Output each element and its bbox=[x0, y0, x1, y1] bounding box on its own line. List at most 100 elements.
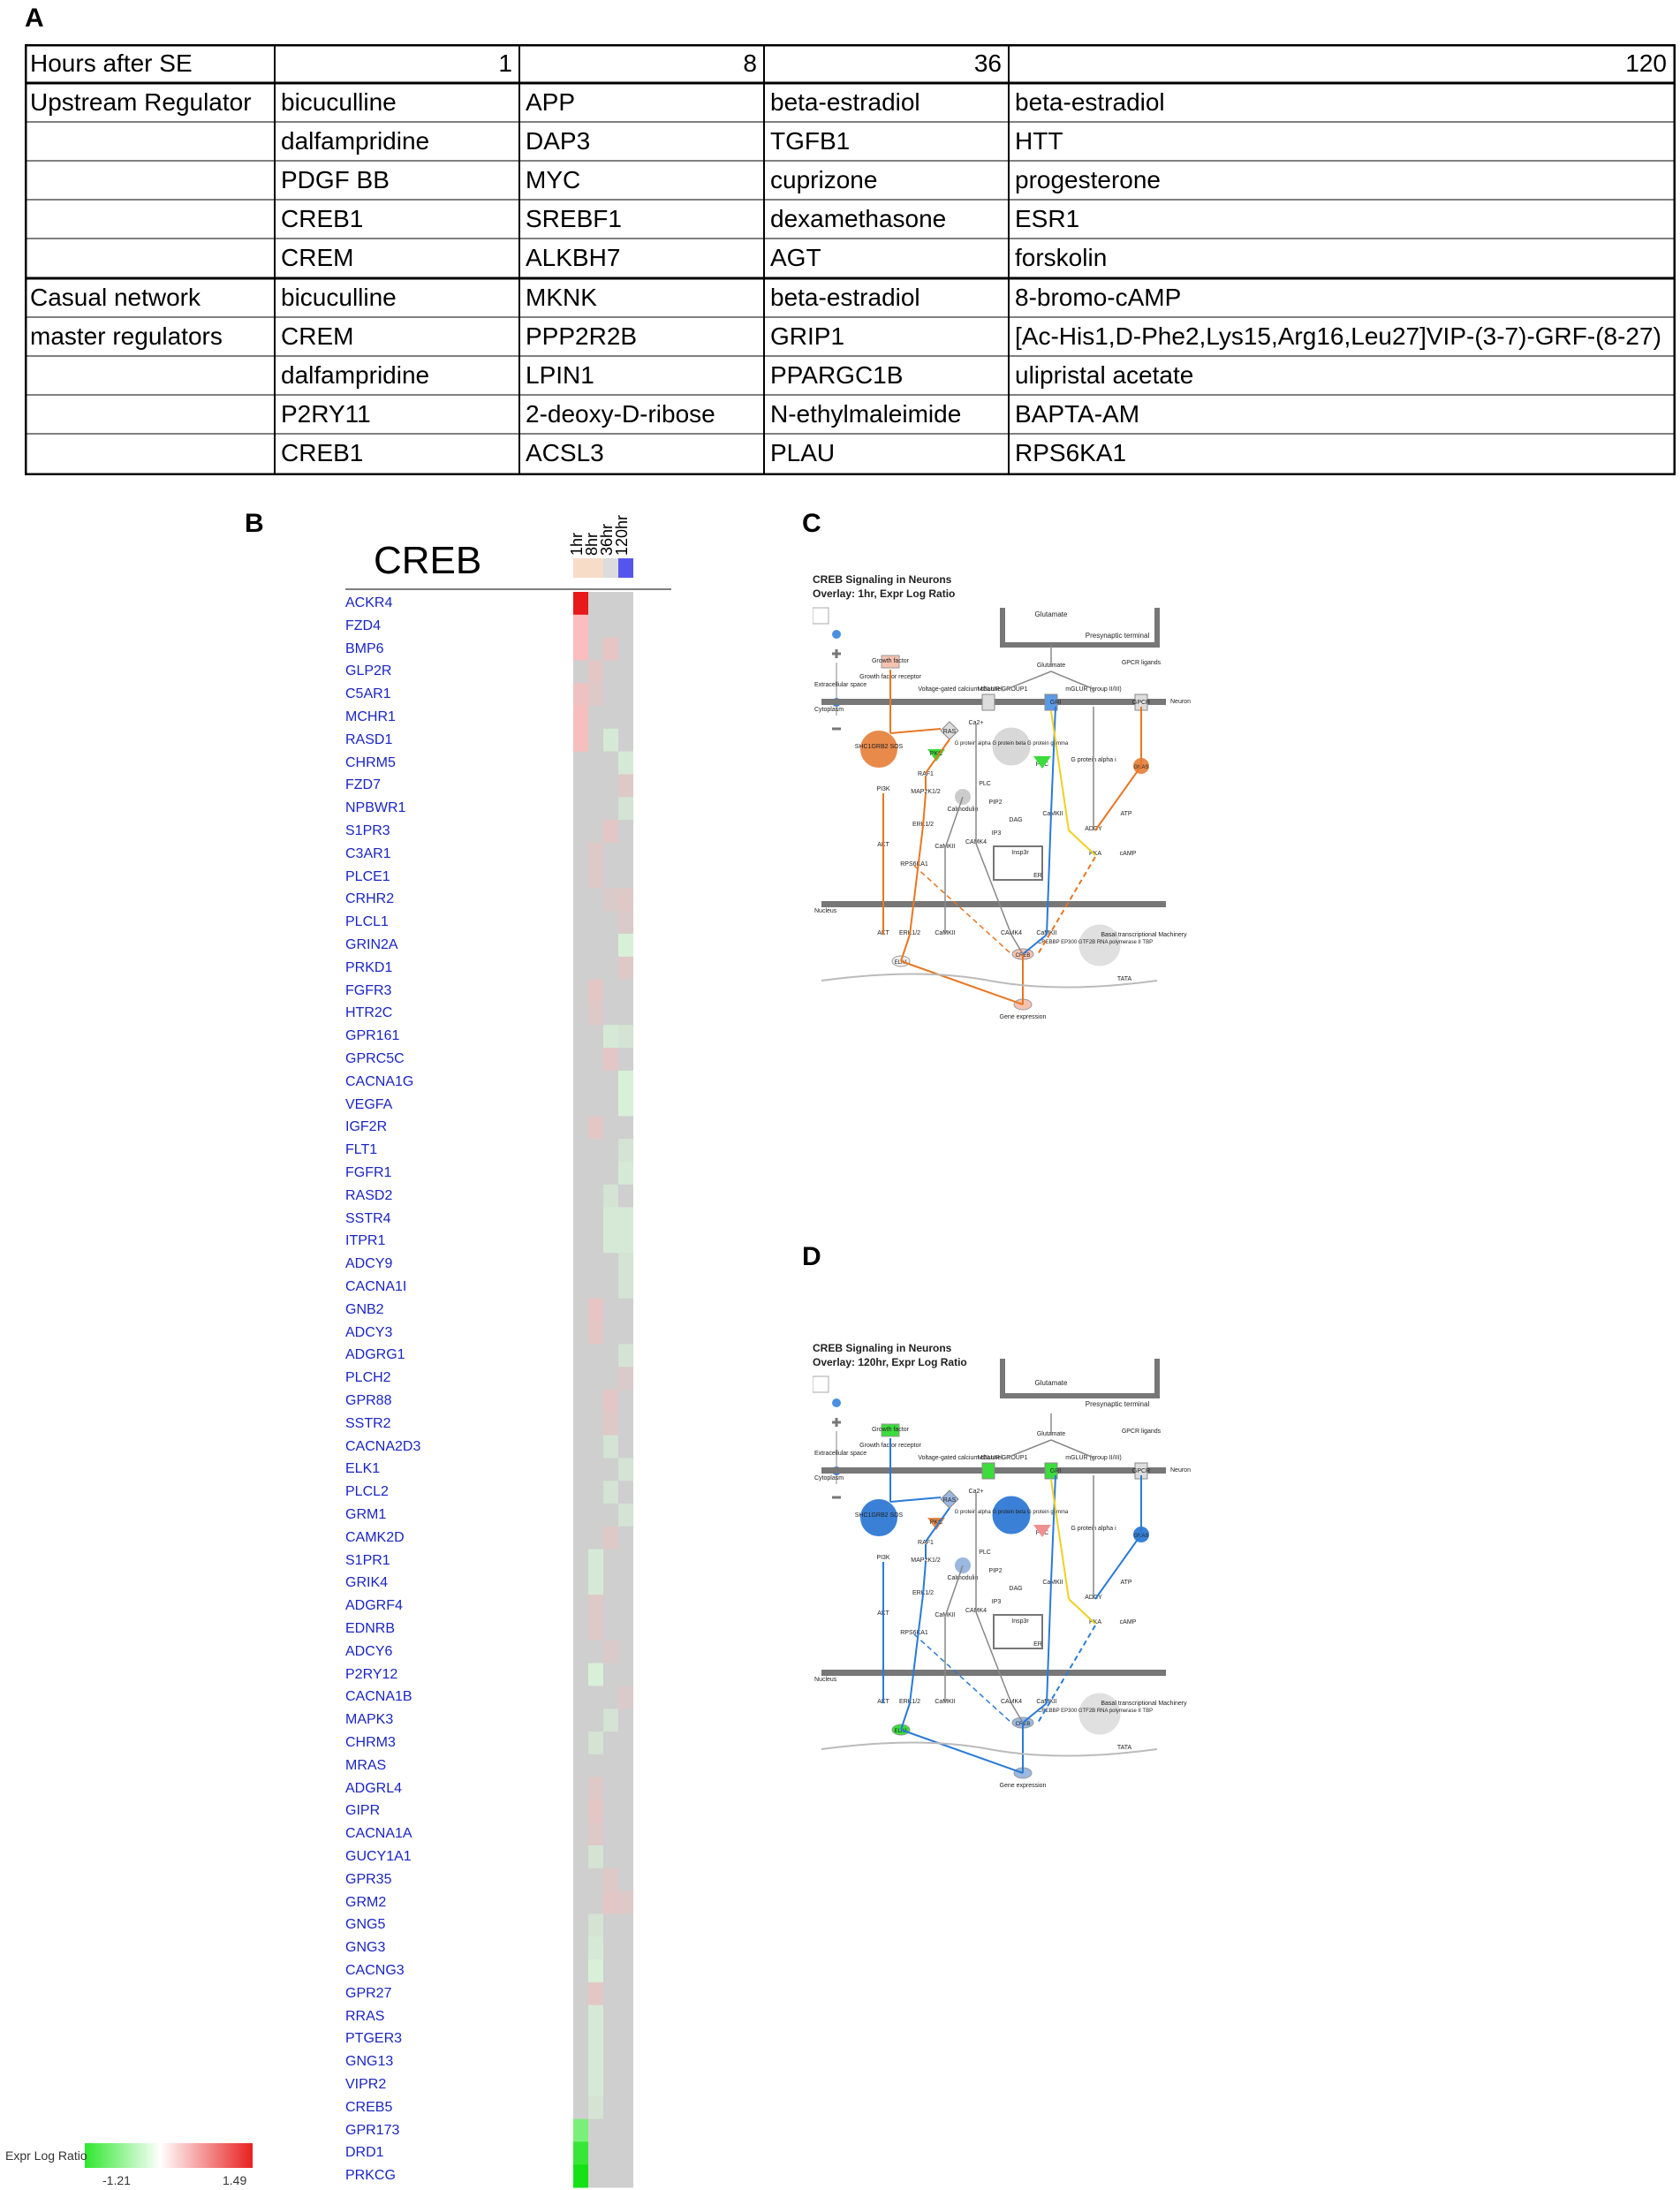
gene-label[interactable]: PLCE1 bbox=[345, 868, 390, 884]
gene-label[interactable]: NPBWR1 bbox=[345, 800, 406, 816]
heatmap-cell bbox=[588, 934, 603, 958]
gene-label[interactable]: SSTR2 bbox=[345, 1415, 391, 1431]
gene-label[interactable]: GPRC5C bbox=[345, 1051, 405, 1066]
gene-label[interactable]: IGF2R bbox=[345, 1119, 388, 1135]
gene-label[interactable]: GPR35 bbox=[345, 1871, 392, 1887]
gene-label[interactable]: ADGRL4 bbox=[345, 1780, 403, 1796]
gene-label[interactable]: GPR161 bbox=[345, 1028, 400, 1044]
gene-label[interactable]: ADCY9 bbox=[345, 1256, 393, 1272]
gene-label[interactable]: CACNA1B bbox=[345, 1689, 412, 1705]
collapse-button[interactable] bbox=[812, 607, 829, 625]
gene-label[interactable]: GNG5 bbox=[345, 1917, 386, 1933]
gene-label[interactable]: GRM1 bbox=[345, 1507, 387, 1522]
legend-color-bar bbox=[85, 2143, 253, 2168]
gene-label[interactable]: PTGER3 bbox=[345, 2031, 403, 2047]
gene-label[interactable]: GRIK4 bbox=[345, 1575, 389, 1591]
gene-label[interactable]: MAPK3 bbox=[345, 1712, 394, 1728]
pip2-label: PIP2 bbox=[988, 1568, 1002, 1574]
heatmap-cell bbox=[573, 1390, 588, 1413]
table-cell: dalfampridine bbox=[281, 361, 430, 389]
gene-label[interactable]: VEGFA bbox=[345, 1096, 393, 1112]
gene-label[interactable]: RRAS bbox=[345, 2008, 385, 2024]
gene-label[interactable]: FGFR3 bbox=[345, 982, 392, 998]
gene-label[interactable]: GNG3 bbox=[345, 1940, 386, 1956]
collapse-button[interactable] bbox=[812, 1375, 829, 1393]
heatmap-cell bbox=[588, 1709, 603, 1732]
gene-label[interactable]: GIPR bbox=[345, 1803, 381, 1819]
pi3k-label: PI3K bbox=[876, 1555, 890, 1561]
gene-label[interactable]: RASD1 bbox=[345, 731, 393, 747]
gene-label[interactable]: GRIN2A bbox=[345, 937, 398, 952]
gene-label[interactable]: ADCY3 bbox=[345, 1324, 393, 1340]
gene-label[interactable]: ADGRF4 bbox=[345, 1598, 403, 1614]
heatmap-cell bbox=[588, 865, 603, 889]
heatmap-cell bbox=[618, 1390, 633, 1413]
glutamate-label: Glutamate bbox=[1035, 610, 1068, 618]
ca-channel-label: Voltage-gated calcium channel bbox=[918, 686, 1003, 693]
gene-label[interactable]: CRHR2 bbox=[345, 891, 395, 907]
table-section-label: Casual network bbox=[30, 284, 201, 311]
gene-label[interactable]: HTR2C bbox=[345, 1005, 393, 1021]
gene-label[interactable]: GPR88 bbox=[345, 1393, 392, 1408]
g-protein-label: G protein alpha G protein beta G protein… bbox=[955, 1510, 1069, 1515]
heatmap-cell bbox=[588, 1412, 603, 1436]
gene-label[interactable]: GRM2 bbox=[345, 1894, 387, 1910]
gene-label[interactable]: CACNA1I bbox=[345, 1279, 407, 1294]
gene-label[interactable]: PLCL2 bbox=[345, 1484, 389, 1500]
gene-label[interactable]: ADCY6 bbox=[345, 1643, 393, 1659]
gene-label[interactable]: DRD1 bbox=[345, 2145, 384, 2161]
pan-control[interactable] bbox=[832, 1398, 841, 1407]
gene-label[interactable]: CHRM5 bbox=[345, 754, 396, 770]
heatmap-cell bbox=[603, 1481, 618, 1504]
gene-label[interactable]: GPR27 bbox=[345, 1985, 392, 2001]
gene-label[interactable]: CREB5 bbox=[345, 2099, 393, 2115]
gene-label[interactable]: GLP2R bbox=[345, 663, 392, 679]
gene-label[interactable]: GPR173 bbox=[345, 2122, 400, 2138]
gene-label[interactable]: PLCL1 bbox=[345, 914, 389, 930]
table-header-1: 1 bbox=[498, 49, 512, 77]
gene-label[interactable]: SSTR4 bbox=[345, 1210, 391, 1226]
gene-label[interactable]: ACKR4 bbox=[345, 595, 393, 610]
gene-label[interactable]: S1PR1 bbox=[345, 1552, 390, 1568]
gene-label[interactable]: VIPR2 bbox=[345, 2077, 387, 2092]
gene-label[interactable]: GNB2 bbox=[345, 1301, 384, 1317]
gene-label[interactable]: BMP6 bbox=[345, 640, 384, 656]
gene-label[interactable]: FZD7 bbox=[345, 777, 381, 793]
gene-label[interactable]: MRAS bbox=[345, 1757, 387, 1773]
gene-label[interactable]: CACNA1G bbox=[345, 1073, 414, 1089]
gene-label[interactable]: MCHR1 bbox=[345, 709, 396, 724]
table-cell: PPP2R2B bbox=[526, 322, 638, 350]
gene-label[interactable]: CHRM3 bbox=[345, 1735, 396, 1750]
gene-label[interactable]: C3AR1 bbox=[345, 845, 391, 861]
gene-label[interactable]: ITPR1 bbox=[345, 1233, 386, 1249]
gene-label[interactable]: PRKCG bbox=[345, 2168, 396, 2184]
gene-label[interactable]: GNG13 bbox=[345, 2054, 394, 2070]
gene-label[interactable]: S1PR3 bbox=[345, 823, 390, 838]
gene-label[interactable]: FLT1 bbox=[345, 1142, 378, 1158]
heatmap-cell bbox=[573, 820, 588, 844]
gene-label[interactable]: FZD4 bbox=[345, 618, 381, 633]
gene-label[interactable]: EDNRB bbox=[345, 1621, 396, 1636]
gene-label[interactable]: C5AR1 bbox=[345, 686, 391, 702]
table-cell: beta-estradiol bbox=[770, 88, 920, 116]
gene-label[interactable]: PRKD1 bbox=[345, 959, 393, 975]
table-cell: AGT bbox=[770, 244, 821, 271]
pan-control[interactable] bbox=[832, 630, 841, 639]
gene-label[interactable]: P2RY12 bbox=[345, 1666, 398, 1682]
heatmap-cell bbox=[603, 1549, 618, 1572]
dag-label: DAG bbox=[1009, 817, 1022, 823]
heatmap-cell bbox=[588, 1390, 603, 1413]
gene-label[interactable]: PLCH2 bbox=[345, 1370, 391, 1386]
gene-label[interactable]: GUCY1A1 bbox=[345, 1849, 412, 1864]
gene-label[interactable]: ELK1 bbox=[345, 1461, 381, 1477]
gene-label[interactable]: CAMK2D bbox=[345, 1529, 405, 1545]
gene-label[interactable]: ADGRG1 bbox=[345, 1347, 405, 1363]
gene-label[interactable]: CACNA2D3 bbox=[345, 1438, 421, 1454]
gene-label[interactable]: RASD2 bbox=[345, 1187, 393, 1203]
heatmap-cell bbox=[603, 2164, 618, 2188]
heatmap-cell bbox=[618, 1207, 633, 1231]
pathway-edge bbox=[1010, 1702, 1024, 1724]
gene-label[interactable]: FGFR1 bbox=[345, 1165, 392, 1180]
gene-label[interactable]: CACNA1A bbox=[345, 1826, 412, 1842]
gene-label[interactable]: CACNG3 bbox=[345, 1963, 405, 1978]
